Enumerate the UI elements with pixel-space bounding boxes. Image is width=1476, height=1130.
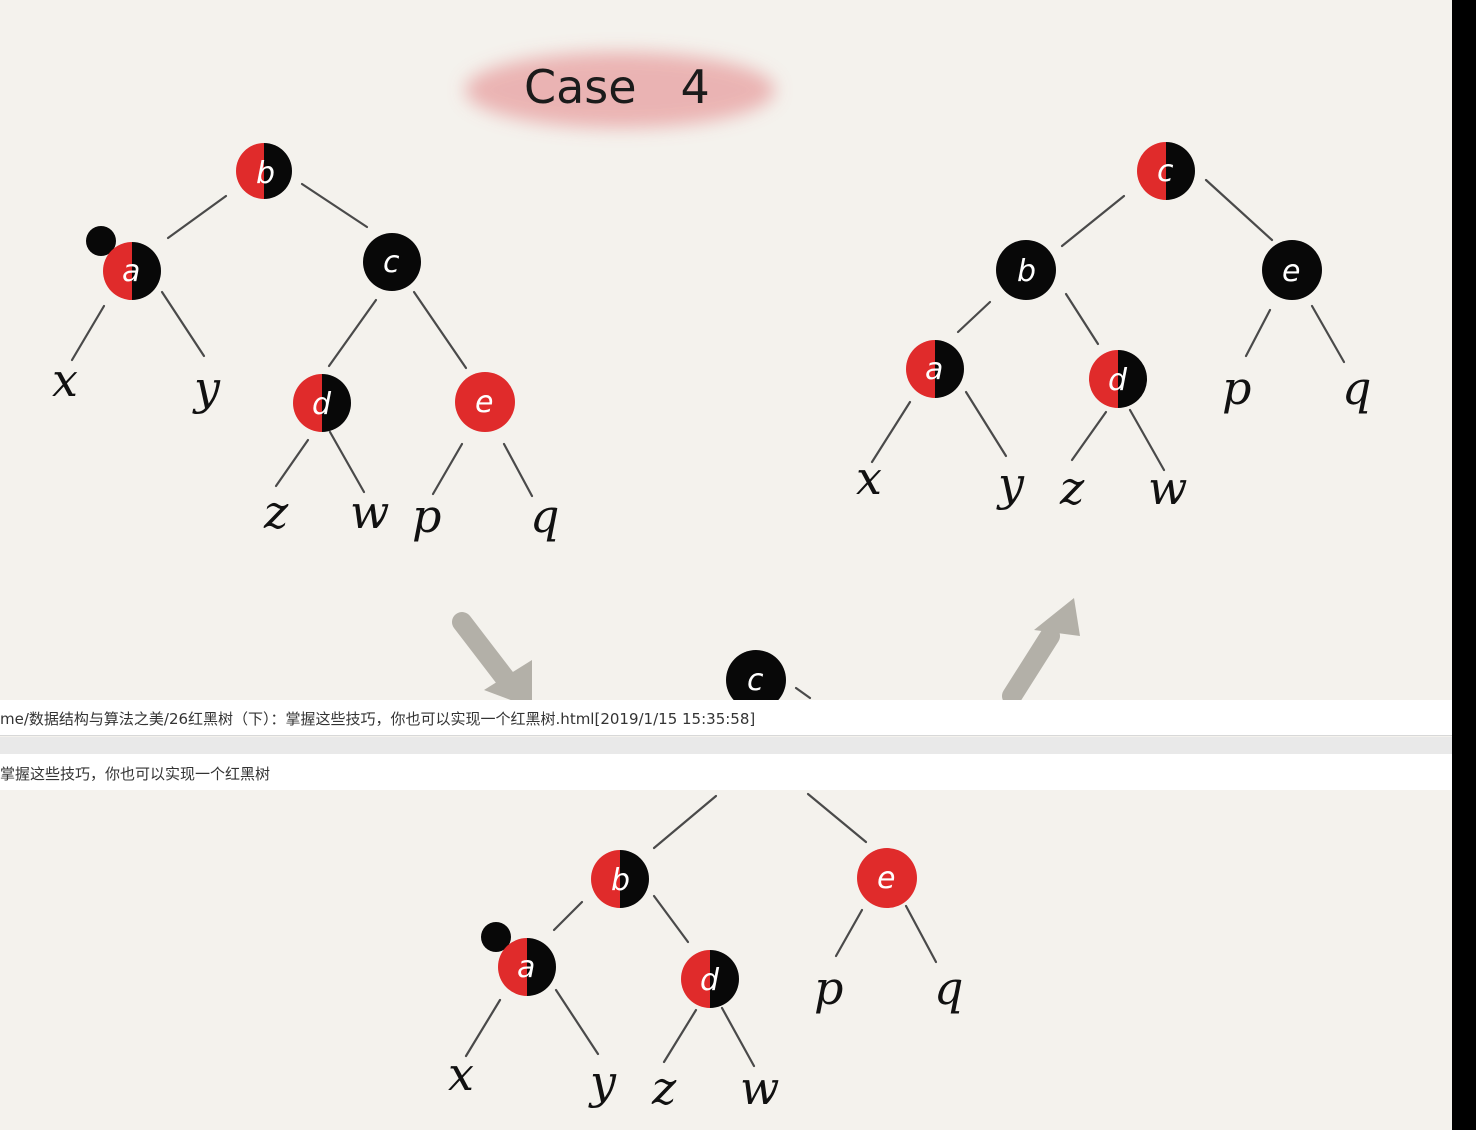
node-c: c (363, 233, 421, 291)
leaf-z: z (651, 1061, 677, 1115)
leaf-z: z (1059, 461, 1085, 515)
leaf-q: q (1342, 361, 1371, 415)
node-b-label: b (1017, 254, 1036, 289)
case-title: Case 4 (465, 52, 775, 128)
node-a: a (86, 226, 161, 300)
node-d-label: d (1108, 363, 1128, 398)
edges (464, 686, 938, 1068)
tree-before: b a c d e x y z w p q (52, 143, 559, 543)
node-b: b (591, 850, 649, 908)
node-e: e (455, 372, 515, 432)
edges (70, 182, 534, 498)
leaf-q: q (530, 489, 559, 543)
node-e-label: e (475, 385, 493, 420)
leaf-p: p (412, 489, 441, 543)
extra-black-dot (481, 922, 511, 952)
node-a: a (481, 922, 556, 996)
case-title-text: Case 4 (524, 60, 710, 114)
node-d: d (681, 950, 739, 1008)
leaf-x: x (856, 451, 882, 505)
leaf-y: y (588, 1055, 617, 1109)
node-d-label: d (312, 387, 332, 422)
arrow-down-right (452, 612, 532, 708)
leaves: x y z w p q (448, 961, 963, 1115)
node-e-label: e (1282, 254, 1300, 289)
node-d: d (1089, 350, 1147, 408)
leaf-w: w (1148, 461, 1187, 515)
edges (870, 178, 1346, 472)
node-b: b (236, 143, 292, 199)
node-c-label: c (747, 663, 764, 698)
node-e-label: e (877, 861, 895, 896)
node-e: e (857, 848, 917, 908)
leaf-y: y (996, 457, 1025, 511)
tree-after: c b e a d x y z w p q (856, 142, 1371, 515)
node-d: d (293, 374, 351, 432)
tree-middle: c b e a d x y z w p q (448, 650, 963, 1115)
leaves: x y z w p q (52, 353, 559, 543)
node-b: b (996, 240, 1056, 300)
node-a-label: a (122, 254, 140, 289)
page-title-bar: 掌握这些技巧，你也可以实现一个红黑树 (0, 754, 1452, 790)
right-edge-bar (1452, 0, 1476, 1130)
node-c-label: c (383, 245, 400, 280)
node-e: e (1262, 240, 1322, 300)
leaves: x y z w p q (856, 361, 1371, 515)
leaf-w: w (350, 485, 389, 539)
node-a-label: a (925, 352, 943, 387)
leaf-w: w (740, 1061, 779, 1115)
leaf-z: z (263, 485, 289, 539)
page-title-text: 掌握这些技巧，你也可以实现一个红黑树 (0, 765, 271, 783)
extra-black-dot (86, 226, 116, 256)
arrow-up-right (1002, 598, 1080, 706)
leaf-p: p (1222, 361, 1251, 415)
file-path-bar: me/数据结构与算法之美/26红黑树（下）：掌握这些技巧，你也可以实现一个红黑树… (0, 700, 1452, 736)
leaf-p: p (814, 961, 843, 1015)
node-c: c (726, 650, 786, 710)
node-b-label: b (256, 156, 275, 191)
node-a-label: a (517, 950, 535, 985)
leaf-x: x (52, 353, 78, 407)
leaf-y: y (192, 361, 221, 415)
node-c: c (1137, 142, 1195, 200)
title-highlight (465, 52, 775, 128)
node-c-label: c (1157, 154, 1174, 189)
leaf-q: q (934, 961, 963, 1015)
node-b-label: b (611, 863, 630, 898)
node-d-label: d (700, 963, 720, 998)
leaf-x: x (448, 1047, 474, 1101)
file-path-text: me/数据结构与算法之美/26红黑树（下）：掌握这些技巧，你也可以实现一个红黑树… (0, 710, 756, 728)
overlay-divider (0, 737, 1452, 754)
node-a: a (906, 340, 964, 398)
